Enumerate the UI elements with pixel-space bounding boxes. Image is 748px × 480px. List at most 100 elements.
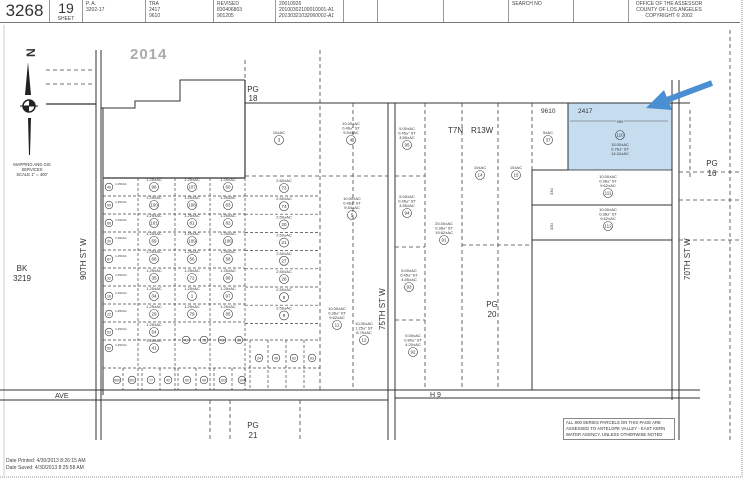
parcel-number: 15	[513, 173, 519, 178]
parcel-number-circle	[347, 210, 357, 220]
parcel-number-circle	[511, 170, 521, 180]
parcel-number: 88	[151, 257, 157, 262]
parcel-number-circle	[279, 274, 289, 284]
scale-text: SERVICES	[21, 167, 42, 172]
parcel-area: 1.25±AC	[115, 182, 127, 186]
parcel-area: 10±AC	[273, 130, 285, 135]
tra-boundary-right: 2417	[578, 108, 593, 115]
parcel-number: 73	[281, 186, 287, 191]
parcel-number-circle	[271, 353, 281, 363]
parcel-area: 1.25±AC	[184, 177, 200, 182]
parcel-number-circle	[475, 170, 485, 180]
parcel-area: 1.25±AC	[184, 213, 200, 218]
book-number: 3268	[5, 1, 44, 20]
parcel-number: 37	[545, 138, 551, 143]
parcel-number-circle	[402, 140, 412, 150]
parcel-number: 901	[129, 379, 135, 383]
parcel-area: 1.25±AC	[146, 195, 162, 200]
parcel-area: 1.25±AC	[146, 177, 162, 182]
parcel-number-circle	[279, 237, 289, 248]
parcel-street-deduction: 0.45±" ST	[400, 273, 418, 278]
parcel-net-area: 9.54±AC	[343, 130, 359, 135]
parcel-number: 109	[188, 239, 196, 244]
revised-label: REVISED	[217, 1, 239, 7]
parcel-street-deduction: 0.38±" ST	[599, 212, 617, 217]
highlighted-parcel-110[interactable]	[567, 102, 673, 171]
map-book-number: 3268	[0, 0, 50, 22]
parcel-area: 10.00±AC	[342, 121, 360, 126]
parcel-number-circle	[346, 135, 356, 145]
parcel-net-area: 4.55±AC	[399, 135, 415, 140]
parcel-number: 60	[225, 185, 231, 190]
pa-cell: P. A.3202-17	[83, 0, 146, 22]
search-label: SEARCH NO	[512, 1, 542, 7]
revision-number: 20130321032060001-A1	[279, 13, 335, 19]
parcel-number-circle	[104, 327, 114, 337]
office-line: COPYRIGHT © 2002	[645, 13, 693, 19]
parcel-number: 24	[257, 357, 261, 361]
parcel-number-circle	[279, 201, 289, 211]
page-ref: PG	[247, 85, 259, 94]
revised-value: 830406803	[217, 7, 243, 13]
revision-number: 20010926	[279, 1, 302, 7]
parcel-number: 74	[281, 204, 287, 209]
parcel-number-circle	[404, 282, 414, 292]
parcel-number-circle	[146, 375, 156, 385]
parcel-number: 22	[107, 313, 111, 317]
parcel-number-circle	[218, 375, 228, 385]
township-label: T7N	[448, 126, 463, 135]
parcel-number-circle	[104, 273, 114, 283]
parcel-number: 86	[107, 222, 111, 226]
parcel-number: 79	[189, 312, 195, 317]
parcel-area: 1.25±AC	[115, 343, 127, 347]
grid-parcel-lines	[103, 178, 320, 390]
parcel-number: 43	[184, 339, 188, 343]
parcel-number: 53	[107, 331, 111, 335]
parcel-area: 1.25±AC	[220, 231, 236, 236]
assessment-note: ALL 900 SERIES PARCELS ON THIS PAGE ARE …	[563, 418, 675, 440]
parcel-number-circle	[104, 254, 114, 264]
parcel-number-circle	[279, 255, 289, 266]
pointer-arrow-icon	[646, 80, 714, 110]
parcel-number: 8	[283, 295, 286, 300]
parcel-number: 106	[224, 239, 232, 244]
parcel-number: 62	[292, 357, 296, 361]
scale-text: MAPPING AND GIS	[13, 162, 51, 167]
parcel-lines	[46, 30, 740, 440]
parcel-area: 1.25±AC	[184, 268, 200, 273]
parcel-number: 108	[188, 203, 196, 208]
empty-cell	[444, 0, 509, 22]
parcel-area: 20.00±AC	[435, 221, 453, 226]
parcel-number: 103	[220, 379, 226, 383]
parcel-number: 4	[350, 138, 353, 143]
parcel-number: 97	[225, 294, 231, 299]
page-ref: PG	[706, 159, 718, 168]
parcel-number: 41	[151, 346, 157, 351]
parcel-number: 65	[225, 312, 231, 317]
street-label-90th: 90TH ST W	[79, 238, 88, 280]
book-ref: 3219	[13, 274, 31, 283]
parcel-area: 1.25±AC	[146, 322, 162, 327]
parcel-number-circle	[163, 375, 173, 385]
parcel-number: 11	[335, 323, 340, 328]
parcel-net-area: 9.54±AC	[344, 205, 360, 210]
parcel-area: 1.25±AC	[184, 195, 200, 200]
parcel-number: 32	[107, 277, 111, 281]
parcel-number: 94	[404, 211, 410, 216]
book-ref: BK	[17, 264, 28, 273]
parcel-street-deduction: 0.45±" ST	[398, 131, 416, 136]
parcel-number: 1	[191, 294, 194, 299]
parcel-area: 15.00±AC	[611, 142, 629, 147]
parcel-area: 1.25±AC	[184, 231, 200, 236]
parcel-number: 91	[441, 238, 447, 243]
parcel-number: 101	[150, 221, 158, 226]
parcel-number-circle	[127, 375, 137, 385]
parcel-area: 5.00±AC	[405, 333, 421, 338]
parcel-street-deduction: 0.38±" ST	[599, 179, 617, 184]
parcel-number-circle	[289, 353, 299, 363]
parcel-area: 2.50±AC	[276, 305, 292, 310]
parcel-net-area: 8.75±AC	[356, 330, 372, 335]
parcel-number-circle	[223, 200, 233, 210]
